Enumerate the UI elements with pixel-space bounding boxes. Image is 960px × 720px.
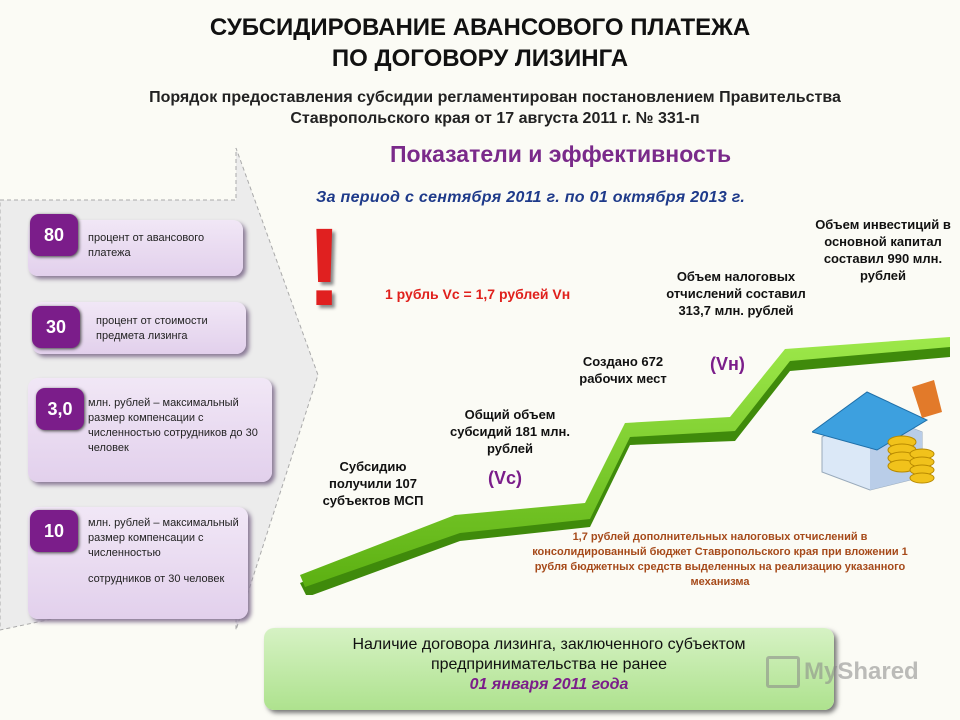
- watermark-logo: MyShared: [766, 656, 919, 688]
- house-coins-icon: [812, 380, 942, 491]
- subtitle-line1: Порядок предоставления субсидии регламен…: [149, 89, 841, 106]
- card-80-text: процент от авансового платежа: [88, 232, 205, 259]
- vc-tag: (Vc): [488, 468, 523, 488]
- card-30-value: 30: [32, 306, 80, 348]
- card-3-value: 3,0: [36, 388, 84, 430]
- card-10-text-1: млн. рублей – максимальный размер компен…: [88, 517, 239, 559]
- watermark-text: MyShared: [804, 658, 919, 685]
- card-3-text: млн. рублей – максимальный размер компен…: [88, 397, 258, 454]
- step-subsidy-recipients: Субсидию получили 107 субъектов МСП: [322, 459, 424, 508]
- exclamation-icon: !: [306, 206, 343, 329]
- subtitle-line2: Ставропольского края от 17 августа 2011 …: [290, 110, 700, 127]
- ratio-label: 1 рубль Vc = 1,7 рублей Vн: [385, 286, 571, 302]
- card-10-value: 10: [30, 510, 78, 552]
- condition-line1: Наличие договора лизинга, заключенного с…: [352, 636, 746, 653]
- card-10-text-2: сотрудников от 30 человек: [88, 573, 225, 585]
- condition-line2: предпринимательства не ранее: [430, 656, 668, 673]
- step-total-subsidies: Общий объем субсидий 181 млн. рублей: [449, 407, 571, 456]
- card-30-text: процент от стоимости предмета лизинга: [96, 315, 208, 342]
- effect-note: 1,7 рублей дополнительных налоговых отчи…: [532, 531, 908, 588]
- step-investments: Объем инвестиций в основной капитал сост…: [815, 217, 951, 283]
- page-title-line1: СУБСИДИРОВАНИЕ АВАНСОВОГО ПЛАТЕЖА: [209, 14, 751, 41]
- vn-tag: (Vн): [710, 354, 745, 374]
- card-80-value: 80: [30, 214, 78, 256]
- period-label: За период с сентября 2011 г. по 01 октяб…: [316, 189, 746, 206]
- page-title-line2: ПО ДОГОВОРУ ЛИЗИНГА: [331, 45, 629, 72]
- step-jobs-created: Создано 672 рабочих мест: [579, 354, 667, 386]
- step-tax-revenue: Объем налоговых отчислений составил 313,…: [666, 269, 806, 318]
- growth-stairs: [300, 337, 950, 595]
- condition-box: Наличие договора лизинга, заключенного с…: [264, 628, 834, 710]
- condition-date: 01 января 2011 года: [469, 676, 629, 693]
- section-title: Показатели и эффективность: [390, 141, 732, 167]
- presentation-icon: [766, 656, 800, 688]
